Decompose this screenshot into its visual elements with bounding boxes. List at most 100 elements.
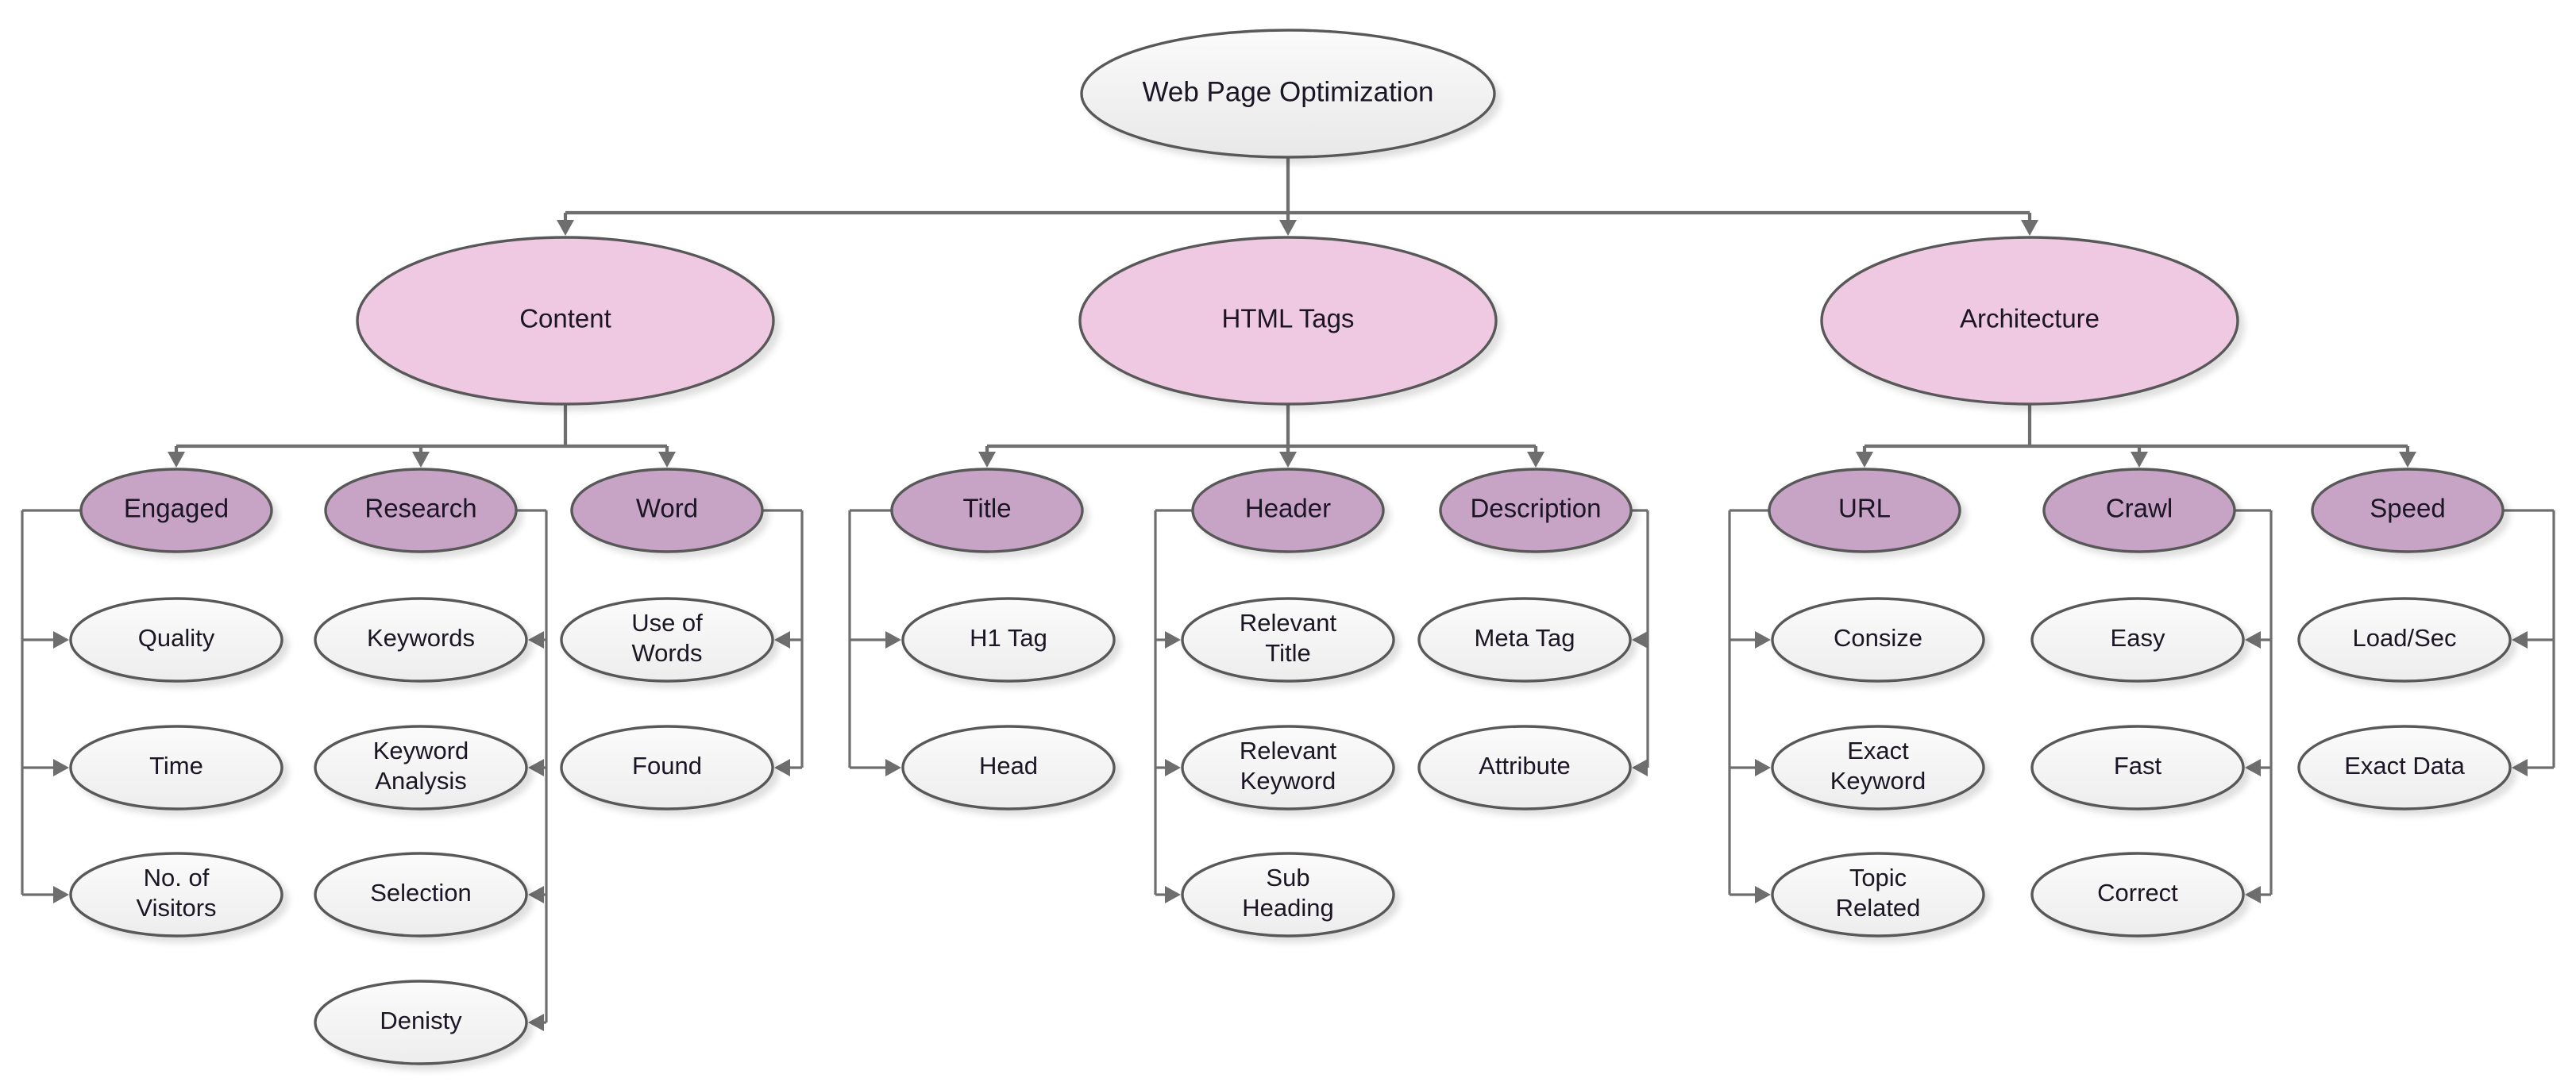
- node-label: URL: [1838, 494, 1891, 523]
- leaf-node-quality[interactable]: Quality: [69, 597, 283, 683]
- arrow-head-right: [1165, 631, 1181, 649]
- leaf-node-exact-data[interactable]: Exact Data: [2297, 725, 2512, 811]
- arrow-head-left: [2245, 886, 2261, 903]
- group-node-word[interactable]: Word: [570, 468, 764, 553]
- node-shape: [2030, 852, 2245, 938]
- node-shape: [324, 468, 518, 553]
- group-node-speed[interactable]: Speed: [2311, 468, 2505, 553]
- node-shape: [2297, 725, 2512, 811]
- leaf-node-load-sec[interactable]: Load/Sec: [2297, 597, 2512, 683]
- root-node-web-page-optimization[interactable]: Web Page Optimization: [1080, 29, 1496, 159]
- leaf-node-easy[interactable]: Easy: [2030, 597, 2245, 683]
- node-shape: [314, 725, 528, 811]
- leaf-node-h1-tag[interactable]: H1 Tag: [901, 597, 1116, 683]
- arrow-head-right: [53, 631, 69, 649]
- leaf-node-time[interactable]: Time: [69, 725, 283, 811]
- node-shape: [570, 468, 764, 553]
- group-node-research[interactable]: Research: [324, 468, 518, 553]
- node-label: Fast: [2114, 752, 2162, 780]
- branch-node-content[interactable]: Content: [356, 236, 775, 406]
- node-label: Easy: [2111, 624, 2165, 652]
- node-shape: [1820, 236, 2239, 406]
- arrow-head-right: [53, 886, 69, 903]
- node-shape: [356, 236, 775, 406]
- branch-node-architecture[interactable]: Architecture: [1820, 236, 2239, 406]
- arrow-head-down: [658, 452, 676, 468]
- arrow-head-down: [2131, 452, 2148, 468]
- arrow-head-left: [2512, 631, 2528, 649]
- node-label: Keywords: [367, 624, 475, 652]
- node-label: Crawl: [2106, 494, 2173, 523]
- node-shape: [1181, 597, 1395, 683]
- leaf-node-fast[interactable]: Fast: [2030, 725, 2245, 811]
- leaf-node-selection[interactable]: Selection: [314, 852, 528, 938]
- node-label: Exact Data: [2344, 752, 2465, 780]
- node-shape: [2030, 725, 2245, 811]
- branch-node-html-tags[interactable]: HTML Tags: [1078, 236, 1498, 406]
- arrow-head-down: [1279, 220, 1297, 236]
- leaf-node-denisty[interactable]: Denisty: [314, 980, 528, 1065]
- node-label: Selection: [370, 879, 472, 907]
- arrow-head-right: [1755, 886, 1771, 903]
- leaf-node-correct[interactable]: Correct: [2030, 852, 2245, 938]
- node-label: Speed: [2370, 494, 2445, 523]
- node-label: Architecture: [1960, 304, 2100, 333]
- node-label: Correct: [2097, 879, 2178, 907]
- node-shape: [1439, 468, 1633, 553]
- arrow-head-left: [1632, 631, 1648, 649]
- node-label: Load/Sec: [2353, 624, 2457, 652]
- arrow-head-left: [2245, 759, 2261, 776]
- group-node-engaged[interactable]: Engaged: [79, 468, 273, 553]
- node-label: Head: [979, 752, 1038, 780]
- node-shape: [1771, 725, 1985, 811]
- arrow-head-left: [2245, 631, 2261, 649]
- leaf-node-keywords[interactable]: Keywords: [314, 597, 528, 683]
- arrow-head-left: [774, 631, 790, 649]
- leaf-node-attribute[interactable]: Attribute: [1417, 725, 1632, 811]
- leaf-node-head[interactable]: Head: [901, 725, 1116, 811]
- arrow-head-down: [168, 452, 185, 468]
- arrow-head-down: [2021, 220, 2038, 236]
- node-label: Engaged: [124, 494, 229, 523]
- node-shape: [79, 468, 273, 553]
- node-shape: [1191, 468, 1385, 553]
- node-shape: [1771, 852, 1985, 938]
- node-label: Header: [1245, 494, 1331, 523]
- arrow-head-right: [885, 759, 901, 776]
- node-shape: [560, 597, 774, 683]
- arrow-head-left: [528, 759, 544, 776]
- node-shape: [1417, 725, 1632, 811]
- group-node-crawl[interactable]: Crawl: [2042, 468, 2236, 553]
- group-node-url[interactable]: URL: [1768, 468, 1961, 553]
- node-shape: [69, 597, 283, 683]
- node-shape: [1417, 597, 1632, 683]
- arrow-head-down: [2399, 452, 2416, 468]
- leaf-node-found[interactable]: Found: [560, 725, 774, 811]
- node-shape: [2030, 597, 2245, 683]
- group-node-title[interactable]: Title: [890, 468, 1084, 553]
- node-label: Meta Tag: [1475, 624, 1575, 652]
- group-node-header[interactable]: Header: [1191, 468, 1385, 553]
- arrow-head-left: [528, 886, 544, 903]
- arrow-head-down: [1527, 452, 1544, 468]
- group-node-description[interactable]: Description: [1439, 468, 1633, 553]
- leaf-node-consize[interactable]: Consize: [1771, 597, 1985, 683]
- arrow-head-down: [978, 452, 996, 468]
- node-shape: [2042, 468, 2236, 553]
- node-label: Time: [149, 752, 203, 780]
- leaf-node-meta-tag[interactable]: Meta Tag: [1417, 597, 1632, 683]
